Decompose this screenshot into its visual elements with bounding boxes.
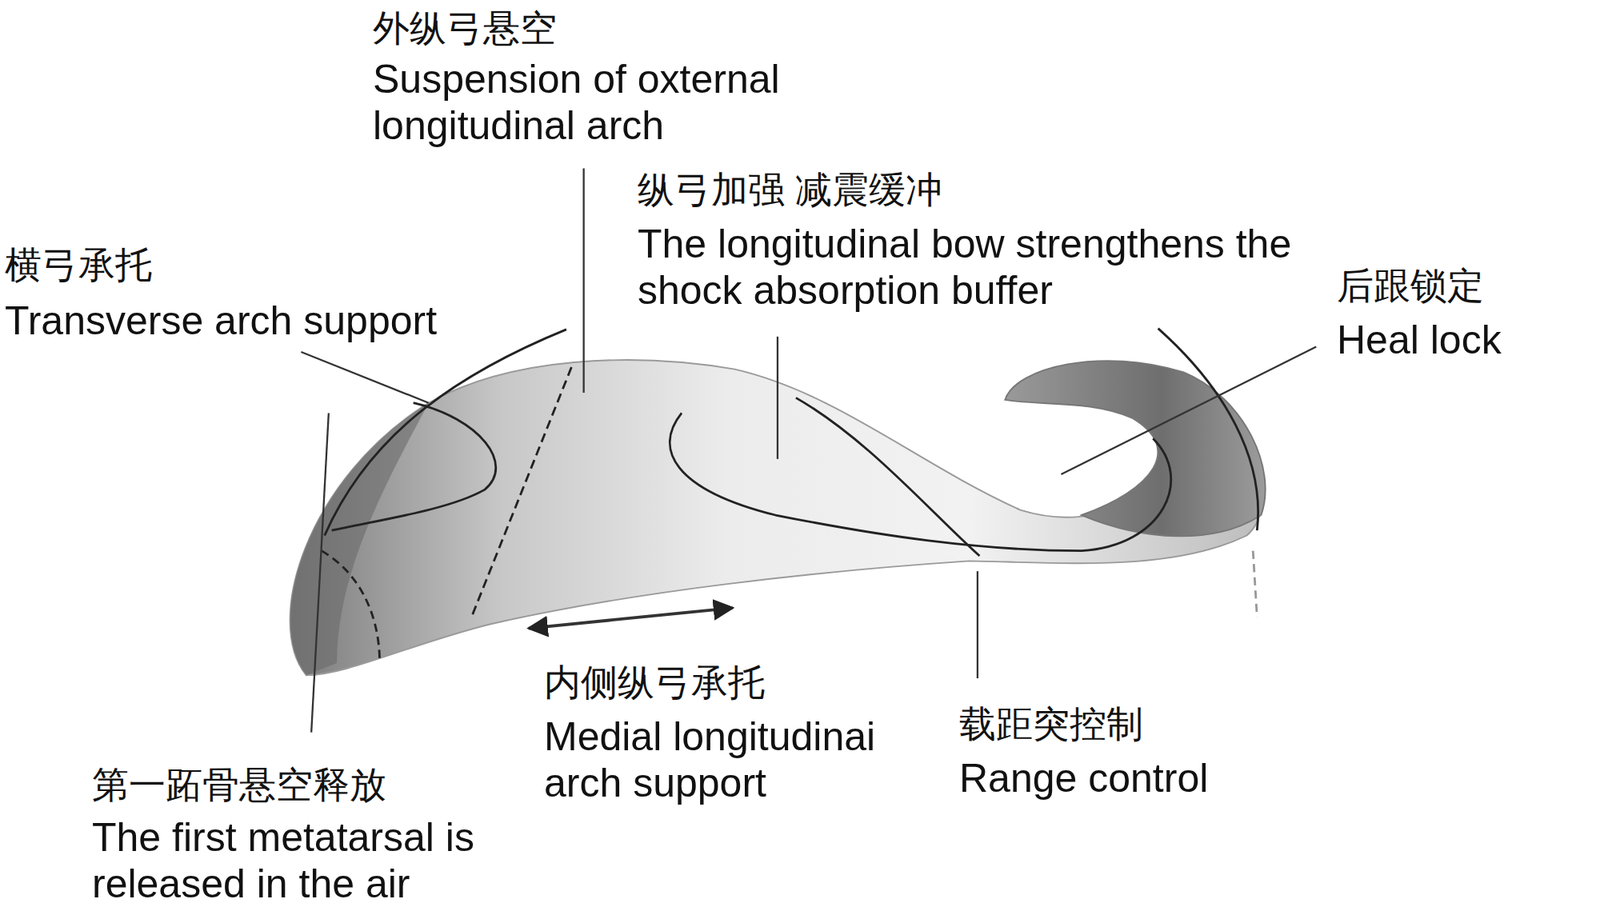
english-label: Transverse arch support bbox=[4, 297, 565, 344]
contour-lines bbox=[321, 328, 1259, 664]
chinese-label: 外纵弓悬空 bbox=[372, 4, 557, 52]
chinese-label: 横弓承托 bbox=[4, 241, 152, 288]
english-label: The longitudinal bow strengthens the sho… bbox=[637, 220, 1326, 314]
chinese-label: 载距突控制 bbox=[959, 700, 1144, 748]
chinese-label: 第一跖骨悬空释放 bbox=[92, 761, 387, 808]
english-label: Heal lock bbox=[1336, 316, 1593, 364]
english-label: Medial longitudinai arch support bbox=[544, 713, 944, 807]
english-label: Suspension of oxternal longitudinal arch bbox=[372, 56, 885, 149]
chinese-label: 后跟锁定 bbox=[1336, 262, 1484, 309]
chinese-label: 纵弓加强 减震缓冲 bbox=[637, 166, 943, 213]
heel-cup bbox=[1004, 360, 1265, 536]
english-label: Range control bbox=[959, 755, 1280, 802]
chinese-label: 内侧纵弓承托 bbox=[544, 659, 765, 706]
english-label: The first metatarsal is released in the … bbox=[92, 814, 556, 908]
toe-shade bbox=[290, 403, 429, 676]
